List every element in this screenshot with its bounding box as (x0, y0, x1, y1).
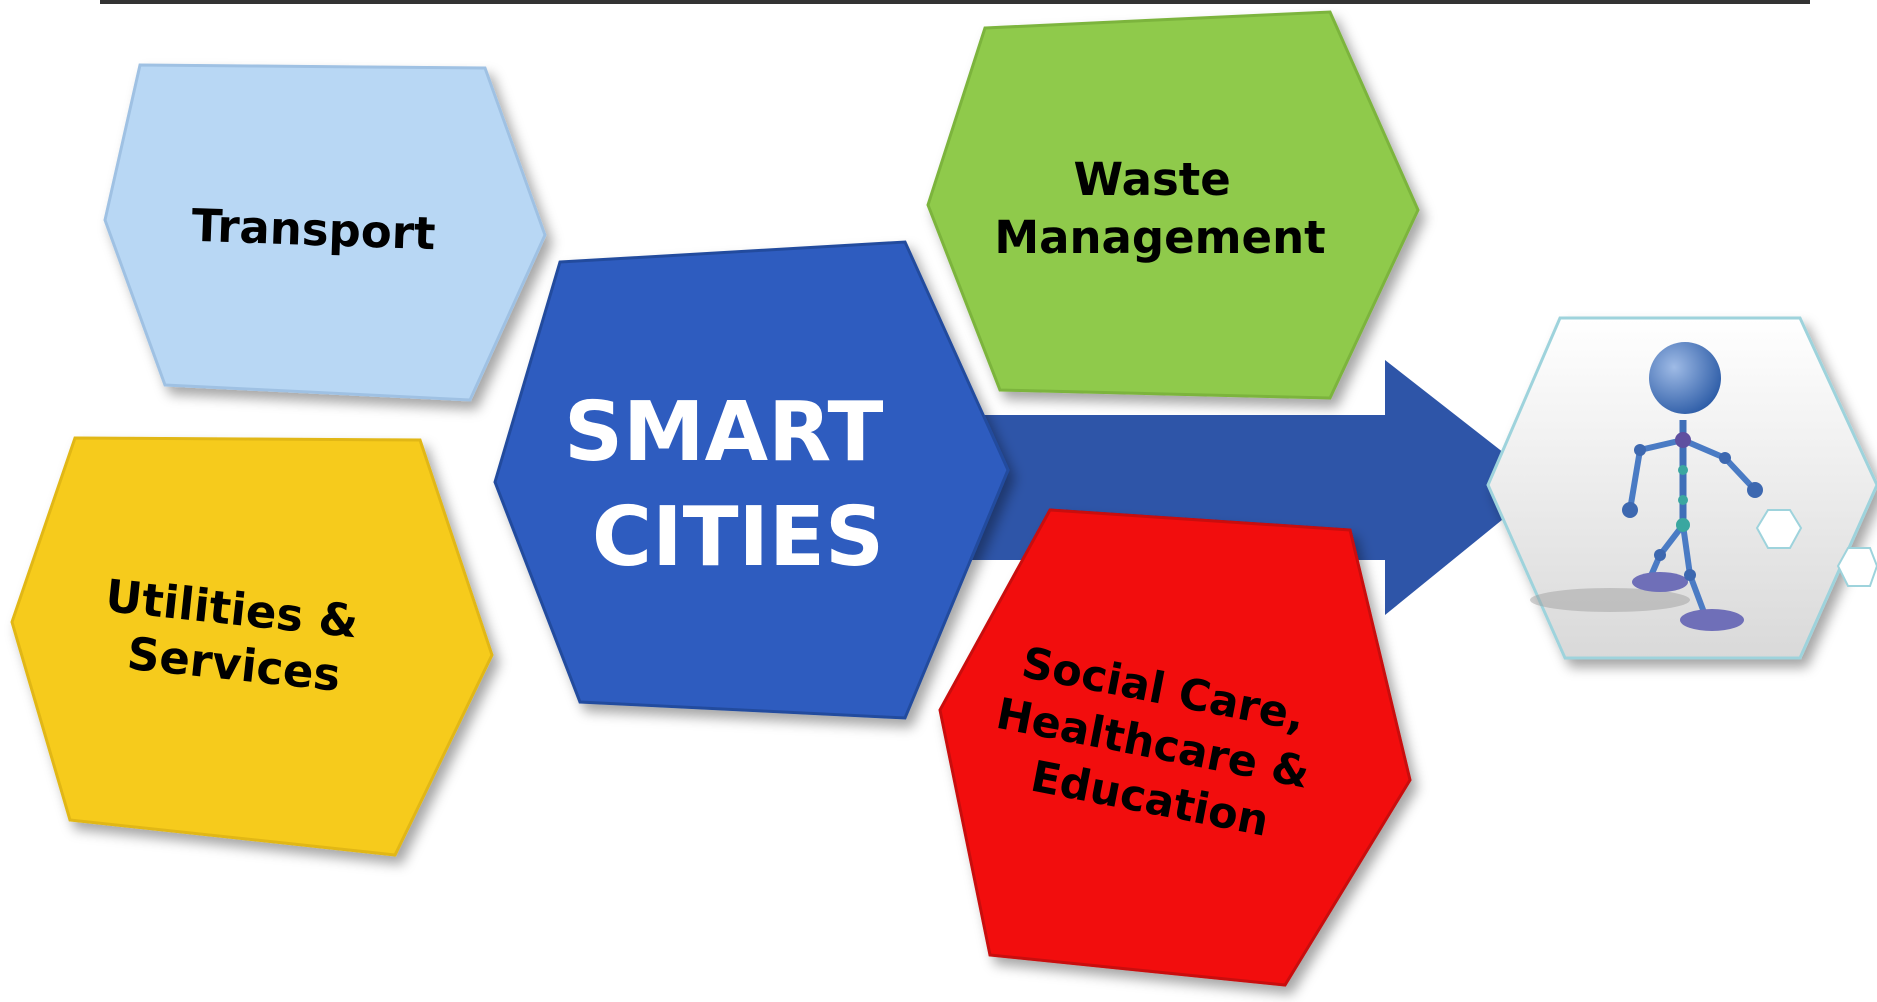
transport-label: Transport (191, 199, 437, 260)
social-care-node: Social Care, Healthcare & Education (938, 508, 1412, 987)
figure-node (1486, 316, 1877, 660)
small-hex-outline-1 (1755, 509, 1803, 549)
small-hex-outline-2 (1836, 547, 1877, 587)
waste-management-node: Waste Management (926, 10, 1420, 400)
walking-robot-figure-icon (1530, 342, 1763, 631)
center-label: SMART CITIES (564, 385, 912, 585)
transport-node: Transport (103, 63, 547, 402)
smart-cities-center-node: SMART CITIES (493, 240, 1010, 720)
utilities-services-node: Utilities & Services (10, 436, 494, 857)
waste-management-label: Waste Management (994, 153, 1325, 264)
